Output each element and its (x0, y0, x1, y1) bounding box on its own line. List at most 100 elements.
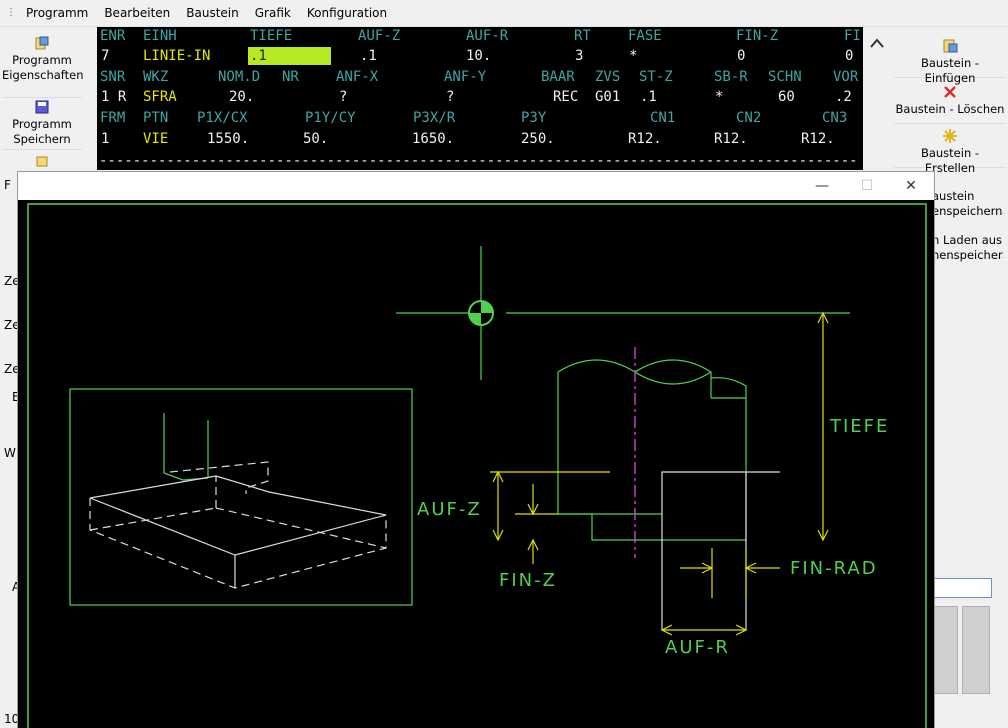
hdr-fin-z: FIN-Z (736, 28, 779, 44)
val-cn3[interactable]: R12. (801, 131, 835, 147)
menu-konfiguration[interactable]: Konfiguration (306, 6, 388, 20)
menu-grafik[interactable]: Grafik (254, 6, 291, 20)
graphic-canvas[interactable]: TIEFE AUF-Z FIN-Z FIN-RAD AUF-R (18, 200, 934, 728)
block-memory-save-button[interactable]: austein enspeichern (894, 174, 1006, 218)
program-terminal[interactable]: ENR EINH TIEFE AUF-Z AUF-R RT FASE FIN-Z… (97, 27, 863, 170)
val-enr[interactable]: 7 (101, 48, 110, 64)
val-p1y[interactable]: 50. (303, 131, 329, 147)
val-tiefe-active[interactable]: .1 (248, 47, 331, 65)
menu-programm[interactable]: Programm (26, 6, 89, 20)
val-zvs[interactable]: G01 (595, 89, 621, 105)
milling-diagram: TIEFE AUF-Z FIN-Z FIN-RAD AUF-R (27, 203, 927, 728)
left-partial-label-ze3: Ze (4, 362, 20, 376)
hdr-p3y: P3Y (521, 110, 547, 126)
crosshair-target (396, 246, 850, 380)
terminal-header-row-1: ENR EINH TIEFE AUF-Z AUF-R RT FASE FIN-Z… (97, 27, 863, 45)
val-fi[interactable]: 0 (845, 48, 854, 64)
menu-baustein[interactable]: Baustein (186, 6, 239, 20)
terminal-scrollbar[interactable] (863, 27, 892, 170)
left-partial-label-e: E (12, 390, 20, 404)
val-baar[interactable]: REC (553, 89, 579, 105)
hdr-p1x: P1X/CX (197, 110, 248, 126)
hdr-schn: SCHN (768, 69, 802, 85)
terminal-value-row-2: 1 R SFRA 20. ? ? REC G01 .1 * 60 .2 (97, 88, 863, 106)
block-delete-label: Baustein - Löschen (895, 102, 1005, 116)
hdr-cn3: CN3 (822, 110, 848, 126)
val-fin-z[interactable]: 0 (737, 48, 746, 64)
left-partial-label-a: A (12, 580, 20, 594)
menu-grip-icon: ⋮ (6, 7, 16, 18)
program-properties-label: Programm Eigenschaften (2, 53, 84, 82)
graphic-window-titlebar[interactable]: — ☐ ✕ (18, 172, 934, 200)
val-vor[interactable]: .2 (835, 89, 852, 105)
val-st-z[interactable]: .1 (640, 89, 657, 105)
val-sb-r[interactable]: * (715, 89, 724, 105)
val-einh[interactable]: LINIE-IN (143, 48, 211, 64)
val-cn2[interactable]: R12. (714, 131, 748, 147)
maximize-icon[interactable]: ☐ (860, 178, 874, 194)
val-frm[interactable]: 1 (101, 131, 110, 147)
hdr-p3x: P3X/R (413, 110, 456, 126)
hdr-anf-y: ANF-Y (444, 69, 487, 85)
left-partial-button[interactable] (2, 154, 82, 170)
val-p3x[interactable]: 1650. (412, 131, 455, 147)
val-schn[interactable]: 60 (778, 89, 795, 105)
val-cn1[interactable]: R12. (628, 131, 662, 147)
val-anf-x[interactable]: ? (339, 89, 348, 105)
hdr-auf-r: AUF-R (466, 28, 509, 44)
scroll-up-chevron-icon[interactable] (863, 27, 892, 57)
program-properties-button[interactable]: Programm Eigenschaften (2, 36, 84, 98)
hdr-fi: FI (844, 28, 861, 44)
hdr-nr: NR (282, 69, 299, 85)
block-create-button[interactable]: Baustein - Erstellen (894, 128, 1006, 175)
val-auf-r[interactable]: 10. (466, 48, 492, 64)
val-fase[interactable]: * (629, 48, 638, 64)
right-scroll-stub-2[interactable] (962, 606, 990, 694)
val-nomd[interactable]: 20. (229, 89, 255, 105)
delete-x-icon (944, 86, 956, 98)
program-save-label: Programm Speichern (12, 117, 72, 146)
hdr-einh: EINH (143, 28, 177, 44)
save-icon (35, 100, 49, 114)
hdr-fase: FASE (628, 28, 662, 44)
val-snr[interactable]: 1 R (101, 89, 127, 105)
hdr-zvs: ZVS (595, 69, 621, 85)
hdr-tiefe: TIEFE (250, 28, 293, 44)
left-partial-label-w: W (4, 446, 16, 460)
hdr-p1y: P1Y/CY (305, 110, 356, 126)
diagram-frame (27, 203, 927, 728)
program-properties-icon (35, 36, 49, 50)
preview-3d (69, 388, 413, 606)
val-wkz[interactable]: SFRA (143, 89, 177, 105)
program-save-button[interactable]: Programm Speichern (2, 100, 82, 150)
val-anf-y[interactable]: ? (446, 89, 455, 105)
val-p1x[interactable]: 1550. (207, 131, 250, 147)
hdr-nomd: NOM.D (218, 69, 261, 85)
hdr-cn2: CN2 (736, 110, 762, 126)
hdr-ptn: PTN (143, 110, 169, 126)
hdr-baar: BAAR (541, 69, 575, 85)
minimize-icon[interactable]: — (815, 178, 829, 194)
val-auf-z[interactable]: .1 (360, 48, 377, 64)
block-memory-load-button[interactable]: n Laden aus henspeicher (894, 218, 1006, 262)
hdr-cn1: CN1 (650, 110, 676, 126)
terminal-value-row-3: 1 VIE 1550. 50. 1650. 250. R12. R12. R12… (97, 130, 863, 148)
close-icon[interactable]: ✕ (905, 178, 917, 194)
create-star-icon (943, 129, 957, 143)
hdr-sb-r: SB-R (714, 69, 748, 85)
block-insert-button[interactable]: Baustein - Einfügen (894, 38, 1006, 85)
val-rt[interactable]: 3 (575, 48, 584, 64)
block-insert-label: Baustein - Einfügen (920, 56, 980, 85)
hdr-frm: FRM (100, 110, 126, 126)
label-fin-z: FIN-Z (499, 570, 557, 591)
val-p3y[interactable]: 250. (521, 131, 555, 147)
block-delete-button[interactable]: Baustein - Löschen (894, 84, 1006, 124)
menu-bearbeiten[interactable]: Bearbeiten (104, 6, 171, 20)
right-input-field[interactable] (934, 578, 992, 598)
val-ptn[interactable]: VIE (143, 131, 169, 147)
hdr-wkz: WKZ (143, 69, 169, 85)
dimension-lines (490, 311, 829, 636)
left-partial-label-f: F (4, 178, 11, 192)
terminal-separator: ----------------------------------------… (99, 153, 858, 169)
terminal-header-row-3: FRM PTN P1X/CX P1Y/CY P3X/R P3Y CN1 CN2 … (97, 109, 863, 127)
